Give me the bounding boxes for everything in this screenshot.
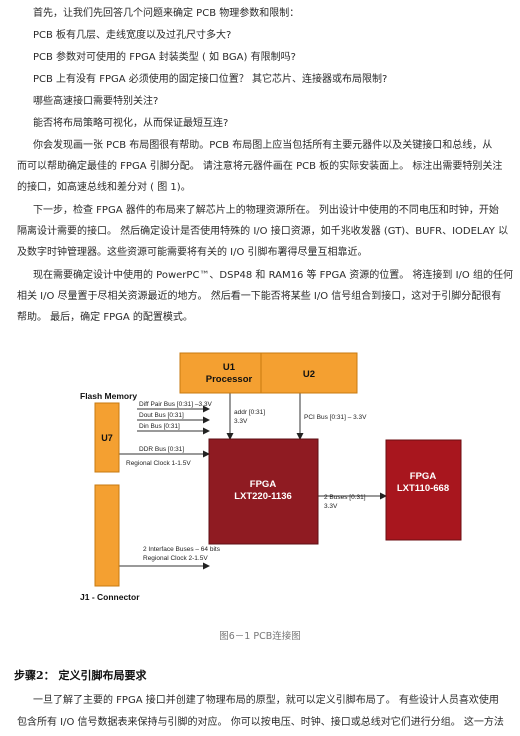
connection-lines (119, 393, 387, 570)
two-buses-label: 2 Buses [0:31] (324, 494, 366, 501)
paragraph-next-line2: 隔离设计需要的接口。 然后确定设计是否使用特殊的 I/O 接口资源，如千兆收发器… (17, 226, 509, 237)
question-2: PCB 参数对可使用的 FPGA 封装类型 ( 如 BGA) 有限制吗? (33, 52, 296, 63)
paragraph-intro: 首先，让我们先回答几个问题来确定 PCB 物理参数和限制： (33, 8, 300, 19)
fpga-main-model: LXT220-1136 (234, 491, 292, 502)
u1-processor-label: Processor (206, 374, 253, 385)
fpga-main-block (208, 438, 319, 545)
paragraph-layout-line2: 而可以帮助确定最佳的 FPGA 引脚分配。 请注意将元器件画在 PCB 板的实际… (17, 161, 503, 172)
u7-label: U7 (101, 433, 113, 443)
paragraph-layout-line3: 的接口，如高速总线和差分对 ( 图 1)。 (17, 182, 191, 193)
interface-buses-label: 2 Interface Buses – 64 bits (143, 546, 221, 553)
u7-block (94, 402, 120, 473)
dout-bus-label: Dout Bus [0:31] (139, 412, 184, 419)
ddr-bus-label: DDR Bus [0:31] (139, 446, 184, 453)
pcb-diagram: U1 Processor U2 Flash Memory U7 J1 - Con… (80, 352, 462, 602)
u2-label: U2 (303, 369, 315, 380)
paragraph-resources-line3: 帮助。 最后，确定 FPGA 的配置模式。 (17, 312, 193, 323)
step-heading: 步骤2： 定义引脚布局要求 (14, 669, 147, 682)
diff-pair-label: Diff Pair Bus [0:31] –3.3V (139, 401, 213, 408)
question-1: PCB 板有几层、走线宽度以及过孔尺寸多大? (33, 30, 232, 41)
din-bus-label: Din Bus [0:31] (139, 423, 180, 430)
j1-connector-label: J1 - Connector (80, 592, 140, 602)
u1-label: U1 (223, 362, 236, 373)
fpga-right-block (385, 439, 462, 541)
paragraph-step2-line2: 包含所有 I/O 信号数据表来保持与引脚的对应。 你可以按电压、时钟、接口或总线… (17, 717, 504, 728)
paragraph-next-line1: 下一步，检查 FPGA 器件的布局来了解芯片上的物理资源所在。 列出设计中使用的… (33, 205, 499, 216)
regional-clock1-label: Regional Clock 1-1.5V (126, 460, 191, 467)
two-buses-voltage-label: 3.3V (324, 503, 338, 510)
paragraph-layout-line1: 你会发现画一张 PCB 布局图很有帮助。PCB 布局图上应当包括所有主要元器件以… (33, 140, 493, 151)
paragraph-resources-line2: 相关 I/O 尽量置于尽相关资源最近的地方。 然后看一下能否将某些 I/O 信号… (17, 291, 502, 302)
fpga-right-model: LXT110-668 (397, 483, 449, 494)
paragraph-step2-line1: 一旦了解了主要的 FPGA 接口并创建了物理布局的原型，就可以定义引脚布局了。 … (33, 695, 499, 706)
u2-block (260, 352, 358, 394)
paragraph-next-line3: 及数字时钟管理器。这些资源可能需要将有关的 I/O 引脚布署得尽量互相靠近。 (17, 247, 368, 258)
regional-clock2-label: Regional Clock 2-1.5V (143, 555, 208, 562)
j1-connector-block (94, 484, 120, 587)
flash-memory-label: Flash Memory (80, 391, 137, 401)
addr-label: addr [0:31] (234, 409, 265, 416)
figure-caption: 图6－1 PCB连接图 (219, 631, 301, 642)
paragraph-resources-line1: 现在需要确定设计中使用的 PowerPC™、DSP48 和 RAM16 等 FP… (33, 270, 513, 281)
pci-bus-label: PCI Bus [0:31] – 3.3V (304, 414, 367, 421)
fpga-main-label: FPGA (250, 479, 277, 490)
question-3: PCB 上有没有 FPGA 必须使用的固定接口位置？ 其它芯片、连接器或布局限制… (33, 74, 388, 85)
addr-voltage-label: 3.3V (234, 418, 248, 425)
question-4: 哪些高速接口需要特别关注? (33, 96, 159, 107)
fpga-right-label: FPGA (410, 471, 437, 482)
question-5: 能否将布局策略可视化，从而保证最短互连? (33, 118, 229, 129)
